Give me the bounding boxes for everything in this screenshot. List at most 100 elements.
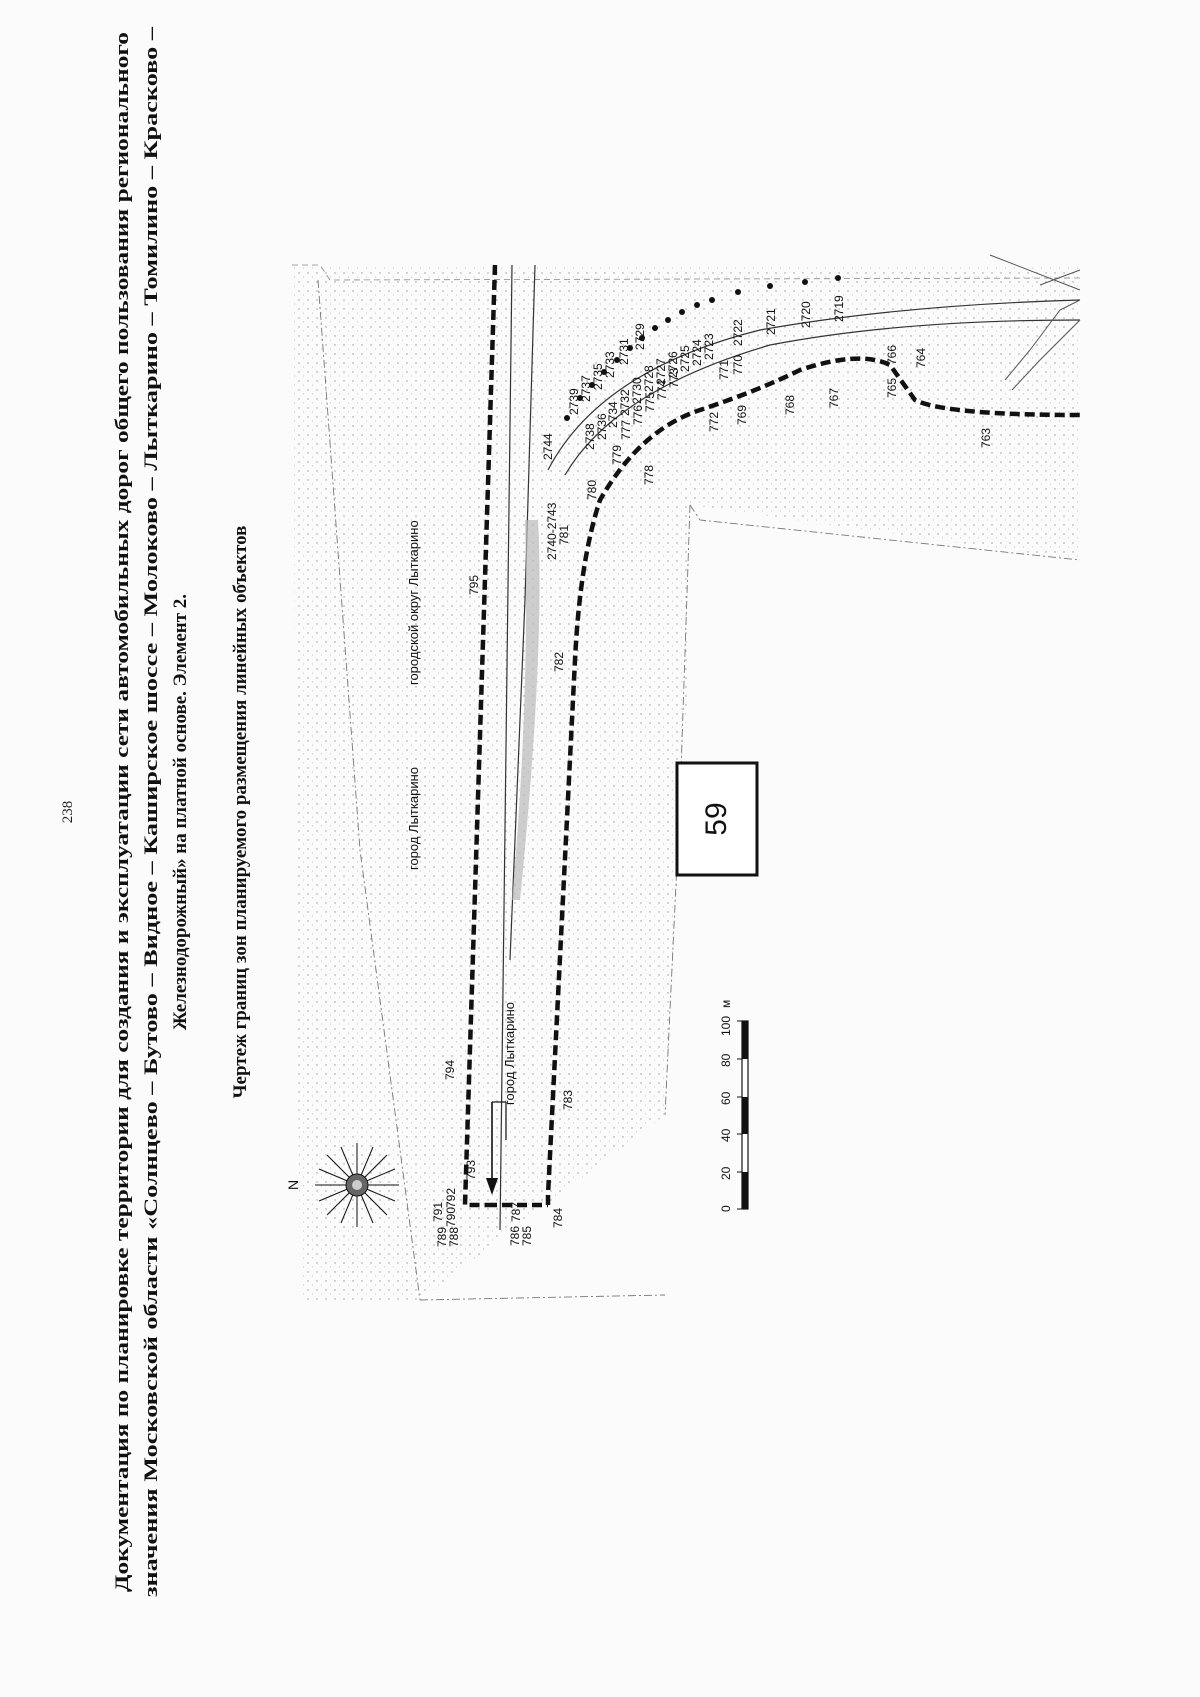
map-area	[292, 264, 1081, 1301]
road-centerline-outer	[547, 299, 1081, 471]
point-label: 2731	[617, 338, 631, 365]
point-label: 2738	[583, 423, 597, 450]
corridor-point-marker	[694, 302, 700, 308]
map-outline	[292, 264, 1081, 281]
point-label: 792	[444, 1188, 458, 1208]
point-label: 787	[509, 1202, 523, 1222]
point-label: 784	[551, 1208, 565, 1228]
corridor-point-labels: 2744 2740-2743 2739 2738 2737 2736 2735 …	[541, 295, 846, 560]
point-label: 2720	[799, 301, 813, 328]
point-label: 781	[557, 525, 571, 545]
area-label-district: городской округ Лыткарино	[406, 520, 421, 685]
header-line-1: Документация по планировке территории дл…	[112, 32, 133, 1592]
scale-tick-label: 60	[719, 1091, 733, 1105]
corridor-point-marker	[652, 325, 658, 331]
point-label: 2728	[642, 365, 656, 392]
point-label: 785	[520, 1226, 534, 1246]
point-label: 2721	[764, 308, 778, 335]
building-outline	[989, 254, 1081, 391]
point-label: 788	[447, 1227, 461, 1247]
point-label: 763	[979, 428, 993, 448]
point-label: 790	[444, 1207, 458, 1227]
point-label: 2723	[702, 333, 716, 360]
point-label: 775	[643, 392, 657, 412]
sheet-number-box: 59	[675, 761, 759, 877]
point-label: 2737	[579, 375, 593, 402]
point-label: 2744	[541, 433, 555, 460]
corridor-point-marker	[627, 345, 633, 351]
point-label: 770	[731, 355, 745, 375]
compass-north-label: N	[285, 1180, 301, 1190]
point-label: 780	[585, 480, 599, 500]
point-label: 2725	[678, 345, 692, 372]
scale-bar: 0 20 40 60 80 100 м	[719, 1000, 749, 1212]
scale-tick-label: 40	[719, 1128, 733, 1142]
corridor-point-marker	[614, 357, 620, 363]
area-label-city-top: город Лыткарино	[406, 767, 421, 870]
point-label: 795	[467, 575, 481, 595]
point-label: 764	[914, 348, 928, 368]
corridor-point-marker	[709, 297, 715, 303]
document-header: Документация по планировке территории дл…	[112, 26, 191, 1597]
corridor-point-marker	[735, 289, 741, 295]
scale-tick-label: 100	[719, 1016, 733, 1036]
point-label: 2732	[618, 389, 632, 416]
point-label: 779	[610, 445, 624, 465]
point-label: 782	[552, 652, 566, 672]
point-label: 2740-2743	[545, 502, 559, 560]
point-label: 774	[655, 380, 669, 400]
bottom-boundary	[419, 1294, 666, 1301]
point-label: 2730	[630, 377, 644, 404]
scale-tick-label: 0	[719, 1205, 733, 1212]
road-centerline-inner	[564, 319, 1081, 476]
corridor-point-marker	[767, 283, 773, 289]
page-number: 238	[60, 801, 76, 824]
point-label: 769	[735, 405, 749, 425]
point-label: 2724	[690, 339, 704, 366]
point-label: 789	[435, 1227, 449, 1247]
shaded-road-strip	[512, 520, 540, 900]
zone-point-labels: 795 794 793 792 791 790 789 788 787 786 …	[431, 345, 993, 1247]
corridor-point-marker	[589, 382, 595, 388]
point-label: 2727	[654, 358, 668, 385]
point-label: 765	[885, 378, 899, 398]
compass-rose	[315, 1143, 399, 1227]
point-label: 766	[885, 345, 899, 365]
point-label: 767	[827, 388, 841, 408]
point-label: 2735	[591, 363, 605, 390]
point-label: 793	[464, 1160, 478, 1180]
map-title: Чертеж границ зон планируемого размещени…	[230, 526, 251, 1099]
point-label: 771	[717, 360, 731, 380]
point-label: 2734	[606, 401, 620, 428]
corridor-point-marker	[601, 369, 607, 375]
corridor-markers	[564, 275, 841, 421]
point-label: 2722	[731, 319, 745, 346]
point-label: 783	[561, 1090, 575, 1110]
road-junction	[989, 254, 1081, 291]
header-line-2: значения Московской области «Солнцево – …	[141, 26, 162, 1597]
planned-zone-boundary	[462, 264, 1081, 1208]
corridor-point-marker	[835, 275, 841, 281]
building-polygon	[1004, 299, 1081, 391]
corridor-point-marker	[639, 335, 645, 341]
point-label: 773	[667, 368, 681, 388]
stippled-ground	[292, 265, 1080, 1300]
corridor-point-marker	[802, 279, 808, 285]
point-label: 2719	[832, 295, 846, 322]
direction-arrow	[486, 1101, 507, 1195]
point-label: 786	[508, 1226, 522, 1246]
point-label: 2726	[666, 351, 680, 378]
point-label: 772	[707, 412, 721, 432]
point-label: 2733	[603, 351, 617, 378]
corridor-point-marker	[564, 415, 570, 421]
header-line-3: Железнодорожный» на платной основе. Элем…	[170, 594, 191, 1030]
point-label: 777	[619, 420, 633, 440]
point-label: 791	[431, 1202, 445, 1222]
point-label: 2736	[595, 413, 609, 440]
point-label: 794	[443, 1060, 457, 1080]
point-label: 778	[642, 465, 656, 485]
zone-boundary-right	[545, 356, 1081, 1205]
road-edge-left	[499, 264, 513, 1231]
sheet-number: 59	[700, 802, 733, 835]
